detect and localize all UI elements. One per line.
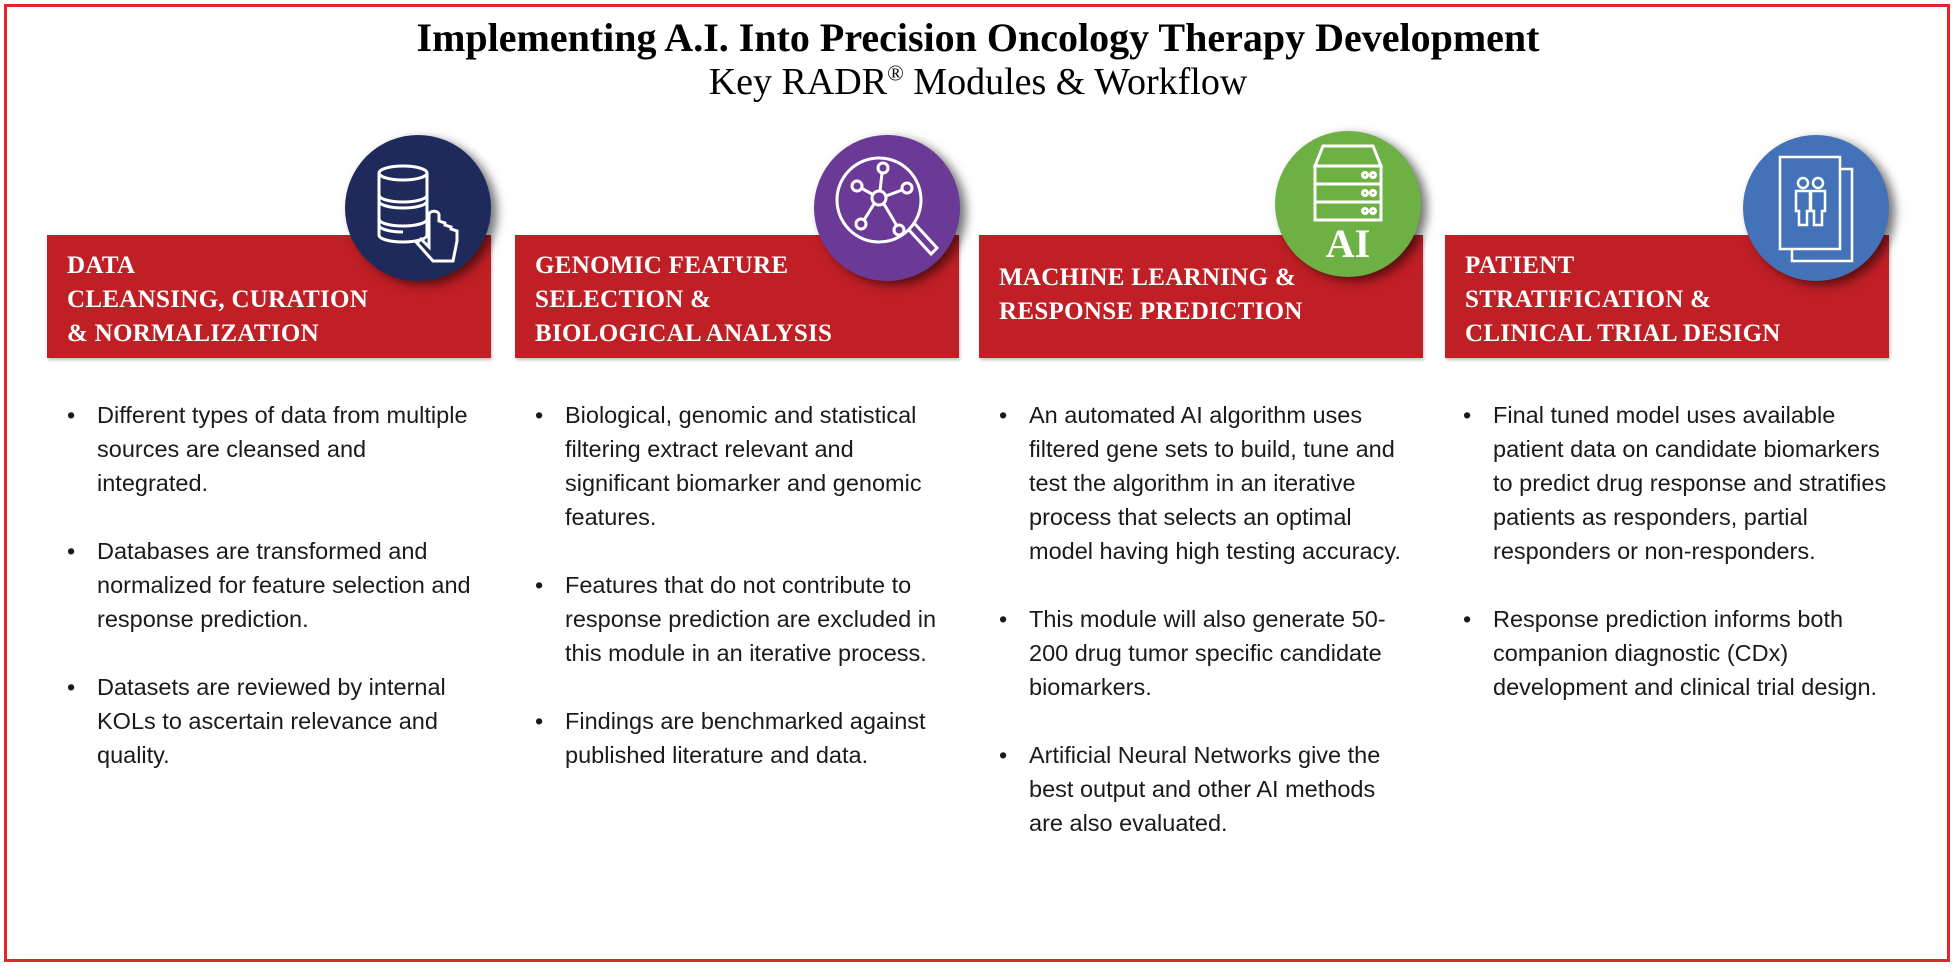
module-bullets-patient-stratification: •Final tuned model uses available patien…: [1461, 398, 1901, 738]
border-frame: [4, 4, 1950, 962]
list-item: •Response prediction informs both compan…: [1463, 606, 1878, 700]
list-item: •Artificial Neural Networks give the bes…: [999, 742, 1381, 836]
ai-label: AI: [1325, 221, 1371, 266]
module-title: MACHINE LEARNING &RESPONSE PREDICTION: [999, 264, 1303, 325]
module-bullets-machine-learning: •An automated AI algorithm uses filtered…: [997, 398, 1407, 874]
list-item: •Databases are transformed and normalize…: [67, 538, 471, 632]
patient-document-icon: [1743, 135, 1889, 281]
list-item: •Different types of data from multiple s…: [67, 402, 468, 496]
list-item: •Datasets are reviewed by internal KOLs …: [67, 674, 446, 768]
list-item: •Findings are benchmarked against publis…: [535, 708, 926, 768]
module-bullets-genomic-feature: •Biological, genomic and statistical fil…: [533, 398, 943, 806]
module-bullets-data-cleansing: •Different types of data from multiple s…: [65, 398, 475, 806]
list-item: •Final tuned model uses available patien…: [1463, 402, 1887, 564]
page-title: Implementing A.I. Into Precision Oncolog…: [416, 15, 1540, 60]
magnifier-network-icon: [814, 135, 960, 281]
list-item: •An automated AI algorithm uses filtered…: [999, 402, 1401, 564]
list-item: •Biological, genomic and statistical fil…: [535, 402, 922, 530]
page-subtitle: Key RADR® Modules & Workflow: [708, 60, 1248, 103]
list-item: •This module will also generate 50-200 d…: [999, 606, 1386, 700]
list-item: •Features that do not contribute to resp…: [535, 572, 937, 666]
database-hand-icon: [345, 135, 491, 281]
server-ai-icon: AI: [1275, 131, 1421, 277]
